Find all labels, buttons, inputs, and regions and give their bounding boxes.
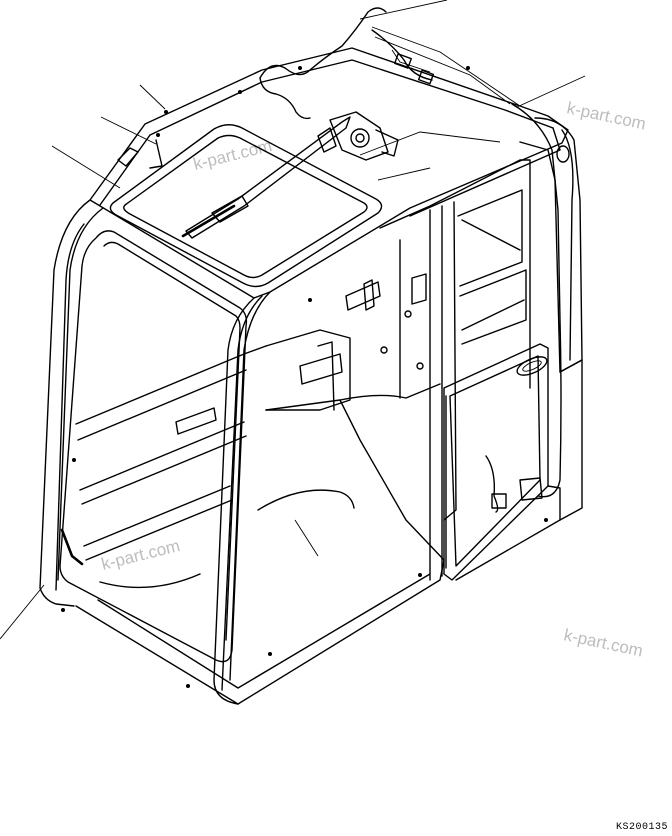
watermark-bottom-right: k-part.com [562,625,644,660]
fastener-dots [186,298,548,688]
roof-harness [117,7,470,169]
leader-line-lower-left [0,584,45,640]
leader-line-top [359,0,448,20]
wiper-blade [181,204,236,238]
rear-right-pillar [511,103,583,501]
front-right-pillar [213,291,271,705]
left-wall [75,329,351,561]
leader-line-right [516,75,586,108]
front-left-pillar [39,199,104,612]
leader-lines [0,0,586,640]
leader-line-floor [294,519,319,557]
wiper-motor [329,111,389,161]
right-side-panel [455,359,583,581]
watermark-top-right: k-part.com [565,98,647,133]
leader-line-upper-left-1 [139,84,166,110]
watermark-roof: k-part.com [191,136,274,174]
roof-window [109,124,383,288]
leader-line-upper-left-3 [51,145,121,189]
rear-wall [345,159,531,581]
door-handle [516,356,548,376]
leader-line-upper-left-2 [100,116,157,145]
front-window [59,230,248,663]
drawing-code: KS200135 [615,822,668,833]
cab-door [443,343,549,581]
floor [75,383,445,705]
watermark-floor-left: k-part.com [99,536,182,574]
wiper [181,111,399,239]
